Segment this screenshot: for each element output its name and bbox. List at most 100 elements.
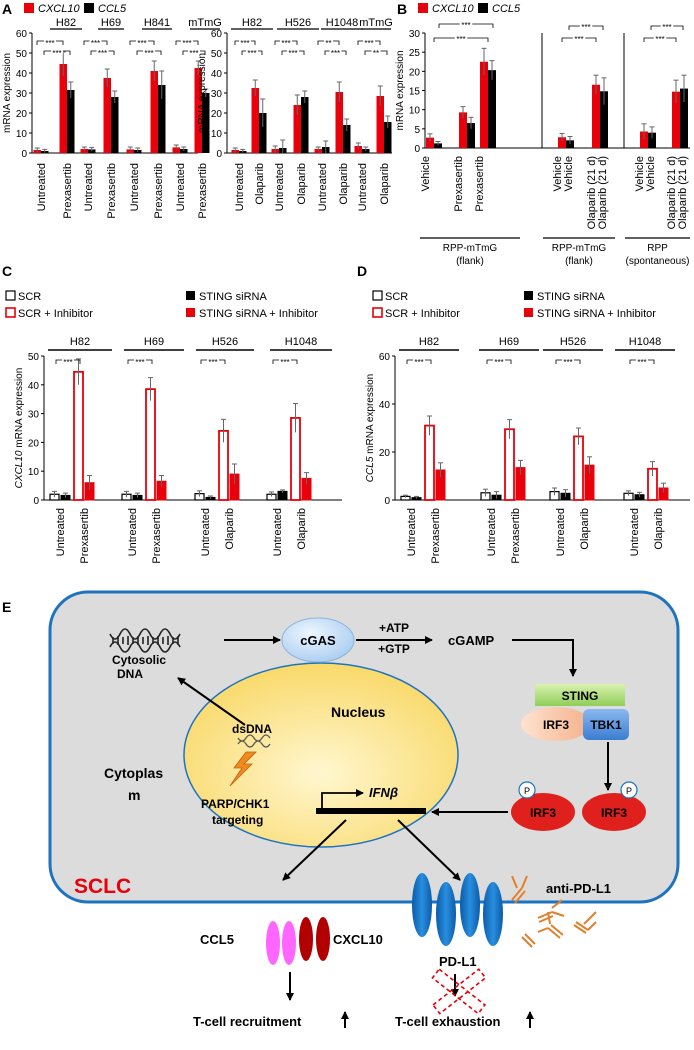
chart-A2-sig-label: *** [247, 49, 256, 58]
chart-D-group-label: H82 [419, 336, 439, 348]
legend-d-scr-label: SCR [385, 291, 408, 303]
chart-D-ylabel: CCL5 mRNA expression [365, 374, 376, 482]
chart-C-ytick-label: 0 [33, 496, 39, 507]
irf3-phospho-node-right [582, 793, 646, 831]
chart-D-xtick-label: Untreated [629, 508, 641, 556]
cxcl10-molecule-2 [316, 917, 330, 961]
chart-B-group-label: RPP [647, 243, 668, 254]
chart-A2-group-label: H82 [242, 17, 262, 29]
chart-B-sig-bracket [561, 37, 597, 42]
chart-B-xtick-label: Olaparib (21 d) [597, 156, 609, 229]
lightning-icon [229, 751, 257, 787]
legend-c-sting-inh-label: STING siRNA + Inhibitor [199, 308, 318, 320]
arrow-cgamp-to-sting [512, 639, 577, 677]
chart-B-bar-ccl5 [600, 91, 608, 148]
panel-label-e: E [2, 599, 11, 615]
chart-C-ytick-label: 10 [28, 467, 40, 478]
legend-a-ccl5-label: CCL5 [98, 3, 127, 15]
chart-B-group-sublabel: (flank) [456, 256, 484, 267]
chart-C-xtick-label: Untreated [55, 508, 67, 556]
chart-A1-sig-label: *** [52, 49, 61, 58]
panel-label-b: B [397, 1, 407, 17]
chart-A2-sig-bracket [241, 50, 263, 55]
chart-A2-xtick-label: Olaparib [254, 163, 266, 205]
chart-C-xtick-label: Prexasertib [79, 508, 91, 564]
legend-d-scr-swatch [372, 290, 383, 301]
chart-A1-ytick-label: 40 [16, 69, 28, 80]
chart-D-sig-label: *** [414, 358, 423, 367]
chart-A2-group-label: mTmG [359, 17, 393, 29]
phospho-label-right: P [626, 786, 632, 796]
tbk1-label: TBK1 [590, 718, 622, 732]
chart-B-ytick-label: 30 [409, 29, 421, 40]
dsdna-helix-icon [237, 734, 271, 748]
chart-C-sig-bracket [200, 359, 226, 364]
legend-d-scr-inh-label: SCR + Inhibitor [385, 308, 460, 320]
ifnb-label: IFNβ [369, 785, 398, 800]
arrow-dsdna-to-cytosol [177, 677, 246, 726]
chart-D-ytick-label: 0 [384, 496, 390, 507]
chart-B-ytick-label: 15 [409, 87, 421, 98]
chart-B-bar-cxcl10 [672, 91, 680, 148]
chart-A1-bar-ccl5 [158, 85, 166, 153]
chart-D-xtick-label: Untreated [486, 508, 498, 556]
chart-B-ytick-label: 20 [409, 67, 421, 78]
chart-A1-sig-label: *** [137, 39, 146, 48]
chart-C-sig-bracket [127, 359, 153, 364]
cgas-node [281, 617, 355, 663]
chart-A1-bar-cxcl10 [150, 71, 158, 153]
chart-A2-sig-bracket [364, 50, 388, 55]
chart-A1-xtick-label: Prexasertib [197, 163, 209, 219]
chart-B-bar-ccl5 [488, 70, 496, 148]
chart-C-sig-label: *** [63, 358, 72, 367]
legend-b: CXCL10 CCL5 [418, 3, 521, 15]
chart-B-ytick-label: 10 [409, 106, 421, 117]
chart-B-xtick-label: Vehicle [563, 156, 575, 191]
panel-label-c: C [2, 263, 12, 279]
chart-C-group-label: H1048 [285, 336, 317, 348]
chart-A1-bar-cxcl10 [194, 68, 202, 153]
cgamp-label: cGAMP [448, 633, 495, 648]
sting-node [535, 684, 625, 706]
chart-A2-ytick-label: 0 [216, 149, 222, 160]
chart-C-ytick-label: 30 [28, 410, 40, 421]
gtp-label: +GTP [378, 642, 410, 656]
chart-C-group-label: H82 [70, 336, 90, 348]
chart-A2-ytick-label: 50 [211, 49, 223, 60]
chart-D-sig-label: *** [637, 358, 646, 367]
chart-A2-sig-bracket [317, 40, 340, 45]
legend-d-sting-swatch [524, 291, 533, 300]
legend-a-cxcl10-label: CXCL10 [38, 3, 80, 15]
chart-A2-bar-cxcl10 [251, 88, 259, 153]
chart-B-bar-cxcl10 [426, 137, 434, 148]
chart-B-group-sublabel: (flank) [565, 256, 593, 267]
chart-B-ytick-label: 5 [414, 125, 420, 136]
panel-label-d: D [357, 263, 367, 279]
chart-A2-xtick-label: Olaparib [338, 163, 350, 205]
pdl1-label: PD-L1 [439, 954, 477, 969]
legend-b-ccl5-swatch [478, 3, 488, 13]
chart-A1-xtick-label: Prexasertib [106, 163, 118, 219]
cxcl10-label: CXCL10 [333, 932, 383, 947]
chart-A1-ytick-label: 0 [21, 149, 27, 160]
chart-B-sig-label: *** [461, 21, 470, 30]
phospho-icon-left [518, 781, 536, 799]
chart-A2-xtick-label: Untreated [274, 163, 286, 211]
chart-A2-ylabel: mRNA expression [197, 53, 208, 133]
chart-B-bar-cxcl10 [640, 131, 648, 148]
ccl5-molecule-1 [266, 921, 280, 965]
chart-C-xtick-label: Untreated [272, 508, 284, 556]
cytosolic-dna-label-2: DNA [117, 667, 143, 681]
legend-b-cxcl10-label: CXCL10 [432, 3, 474, 15]
chart-D-bar-scr-inhibitor [424, 424, 435, 501]
chart-C-sig-bracket [272, 359, 298, 364]
legend-c: SCR SCR + Inhibitor STING siRNA STING si… [5, 290, 318, 320]
chart-B-sig-label: *** [655, 35, 664, 44]
pathway-diagram: Cytosolic DNA cGAS +ATP +GTP cGAMP STING… [48, 590, 680, 1029]
chart-B-sig-label: *** [581, 23, 590, 32]
legend-a-ccl5-swatch [84, 3, 94, 13]
promoter-arrow [321, 789, 364, 808]
legend-c-scr-inh-label: SCR + Inhibitor [18, 308, 93, 320]
chart-B-ylabel: mRNA expression [395, 50, 406, 130]
